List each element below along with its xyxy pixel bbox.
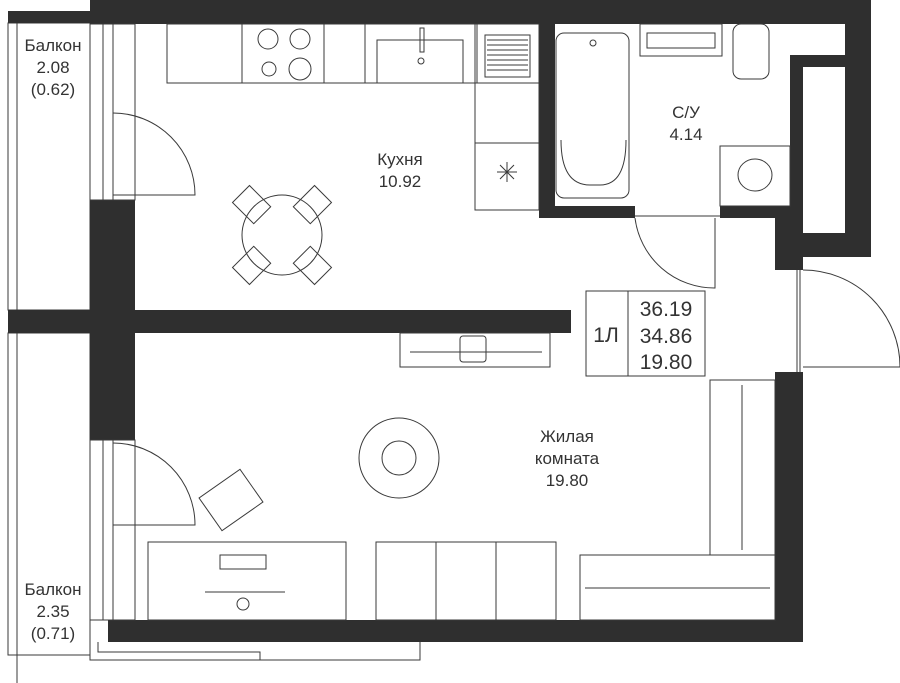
bathroom-label: С/У 4.14 [669, 103, 702, 144]
kitchen-furniture [166, 23, 540, 286]
room-area: 2.35 [36, 602, 69, 621]
room-name-line2: комната [535, 449, 600, 468]
doors-windows [89, 23, 900, 621]
room-area: 19.80 [546, 471, 589, 490]
balcony-bottom-label: Балкон 2.35 (0.71) [24, 580, 81, 643]
walls [8, 0, 871, 642]
room-name: Балкон [24, 36, 81, 55]
room-reduced-area: (0.62) [31, 80, 75, 99]
total-area: 36.19 [640, 298, 693, 321]
room-area: 4.14 [669, 125, 702, 144]
room-area: 10.92 [379, 172, 422, 191]
balcony-top-label: Балкон 2.08 (0.62) [24, 36, 81, 99]
room-name: С/У [672, 103, 700, 122]
bathroom-fixtures [555, 23, 791, 207]
living-furniture [147, 332, 776, 621]
room-name-line1: Жилая [540, 427, 594, 446]
kitchen-label: Кухня 10.92 [377, 150, 423, 191]
living-area: 19.80 [640, 351, 693, 374]
room-name: Балкон [24, 580, 81, 599]
room-name: Кухня [377, 150, 423, 169]
living-room-label: Жилая комната 19.80 [535, 427, 600, 490]
apartment-type: 1Л [593, 324, 618, 347]
room-area: 2.08 [36, 58, 69, 77]
room-reduced-area: (0.71) [31, 624, 75, 643]
summary-box: 1Л 36.19 34.86 19.80 [585, 290, 706, 377]
area-without-balcony: 34.86 [640, 325, 693, 348]
